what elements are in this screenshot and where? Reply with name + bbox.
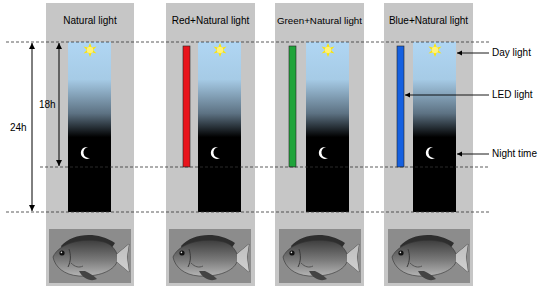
dimension-label: 18h — [39, 99, 56, 111]
panel-title: Green+Natural light — [275, 3, 364, 27]
panel-title: Blue+Natural light — [384, 3, 473, 27]
photoperiod-bars — [68, 42, 456, 212]
fish-figures — [49, 229, 470, 283]
moon-icons — [81, 147, 435, 159]
light-panel: Green+Natural light — [275, 3, 364, 286]
light-panel: Natural light — [46, 3, 134, 286]
light-panel: Blue+Natural light — [384, 3, 473, 286]
sun-icons — [84, 43, 442, 57]
led-bars — [183, 46, 404, 167]
dashed-guides — [6, 42, 490, 212]
callout-label: Night time — [492, 148, 537, 160]
panel-title: Natural light — [46, 3, 134, 27]
light-panel: Red+Natural light — [166, 3, 255, 286]
panel-grounds — [46, 3, 473, 286]
callout-label: LED light — [492, 89, 533, 101]
callout-label: Day light — [492, 47, 531, 59]
panel-title: Red+Natural light — [166, 3, 255, 27]
leader-lines — [405, 53, 489, 154]
dimension-arrows — [32, 43, 59, 211]
dimension-label: 24h — [10, 122, 27, 134]
